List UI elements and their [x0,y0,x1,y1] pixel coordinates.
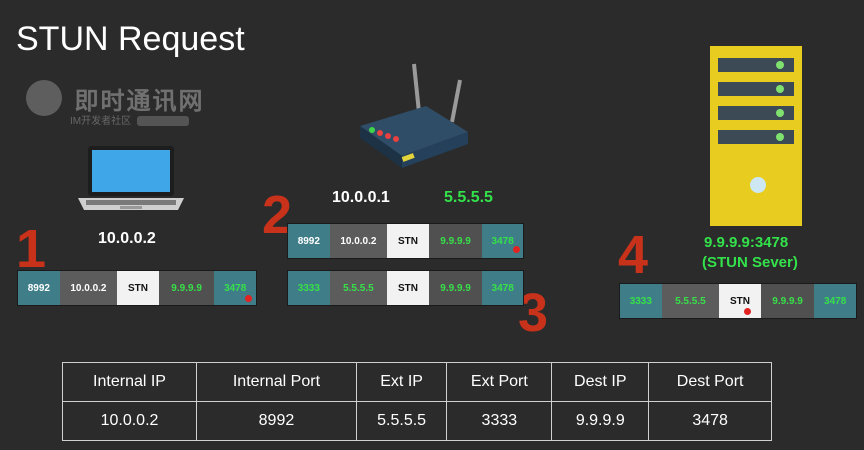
table-row: 10.0.0.2 8992 5.5.5.5 3333 9.9.9.9 3478 [61,401,772,441]
packet-position-marker [744,308,752,315]
table-header-cell: Dest Port [648,362,772,402]
packet-step-2: 8992 10.0.0.2 STN 9.9.9.9 3478 [287,223,524,259]
packet-src-ip: 10.0.0.2 [59,271,118,305]
packet-src-ip: 10.0.0.2 [329,224,388,258]
packet-protocol: STN [387,224,429,258]
page-title: STUN Request [16,20,245,58]
packet-dst-port-text: 3478 [224,282,247,294]
packet-src-ip: 5.5.5.5 [661,284,720,318]
packet-src-port: 8992 [18,271,60,305]
packet-src-port: 3333 [620,284,662,318]
laptop-ip-label: 10.0.0.2 [98,230,156,247]
table-header-cell: Dest IP [551,362,650,402]
packet-dst-port: 3478 [482,224,523,258]
packet-src-ip: 5.5.5.5 [329,271,388,305]
server-role-label: (STUN Sever) [702,254,798,271]
packet-step-3: 3333 5.5.5.5 STN 9.9.9.9 3478 [287,270,524,306]
packet-step-1: 8992 10.0.0.2 STN 9.9.9.9 3478 [17,270,257,306]
packet-protocol: STN [117,271,159,305]
step-number-4: 4 [618,225,649,285]
packet-dst-ip: 9.9.9.9 [760,284,815,318]
step-number-1: 1 [16,219,47,279]
packet-dst-ip: 9.9.9.9 [428,224,483,258]
router-external-ip-label: 5.5.5.5 [444,189,493,206]
packet-dst-port: 3478 [814,284,856,318]
packet-dst-ip: 9.9.9.9 [158,271,215,305]
table-cell: 9.9.9.9 [551,401,650,441]
packet-protocol-text: STN [729,295,750,307]
packet-dst-port-text: 3478 [491,235,514,247]
table-cell: 3478 [648,401,772,441]
table-header-cell: Internal Port [196,362,357,402]
table-cell: 3333 [446,401,553,441]
laptop-icon [78,146,184,210]
packet-src-port: 3333 [288,271,330,305]
packet-src-port: 8992 [288,224,330,258]
packet-protocol: STN [387,271,429,305]
packet-position-marker [245,295,253,302]
server-address-label: 9.9.9.9:3478 [704,234,789,251]
router-icon [360,63,468,168]
table-header-cell: Ext IP [355,362,448,402]
table-header-cell: Internal IP [61,362,198,402]
nat-mapping-table: Internal IP Internal Port Ext IP Ext Por… [61,362,772,441]
watermark-subtitle-text: IM开发者社区 [70,116,132,127]
packet-step-4: 3333 5.5.5.5 STN 9.9.9.9 3478 [619,283,857,319]
table-header-row: Internal IP Internal Port Ext IP Ext Por… [61,362,772,402]
table-cell: 5.5.5.5 [355,401,448,441]
watermark-subtitle: IM开发者社区 [70,112,190,127]
packet-protocol: STN [719,284,761,318]
table-header-cell: Ext Port [446,362,553,402]
packet-dst-ip: 9.9.9.9 [428,271,483,305]
router-internal-ip-label: 10.0.0.1 [332,189,390,206]
packet-position-marker [513,246,520,253]
server-icon [710,46,802,226]
table-cell: 8992 [196,401,357,441]
watermark-bar [137,116,190,127]
watermark-name: 即时通讯网 [74,87,205,115]
watermark-logo-icon [26,80,62,116]
watermark: 即时通讯网 IM开发者社区 [26,80,205,127]
table-cell: 10.0.0.2 [61,401,198,441]
packet-dst-port: 3478 [482,271,523,305]
packet-dst-port: 3478 [214,271,257,305]
